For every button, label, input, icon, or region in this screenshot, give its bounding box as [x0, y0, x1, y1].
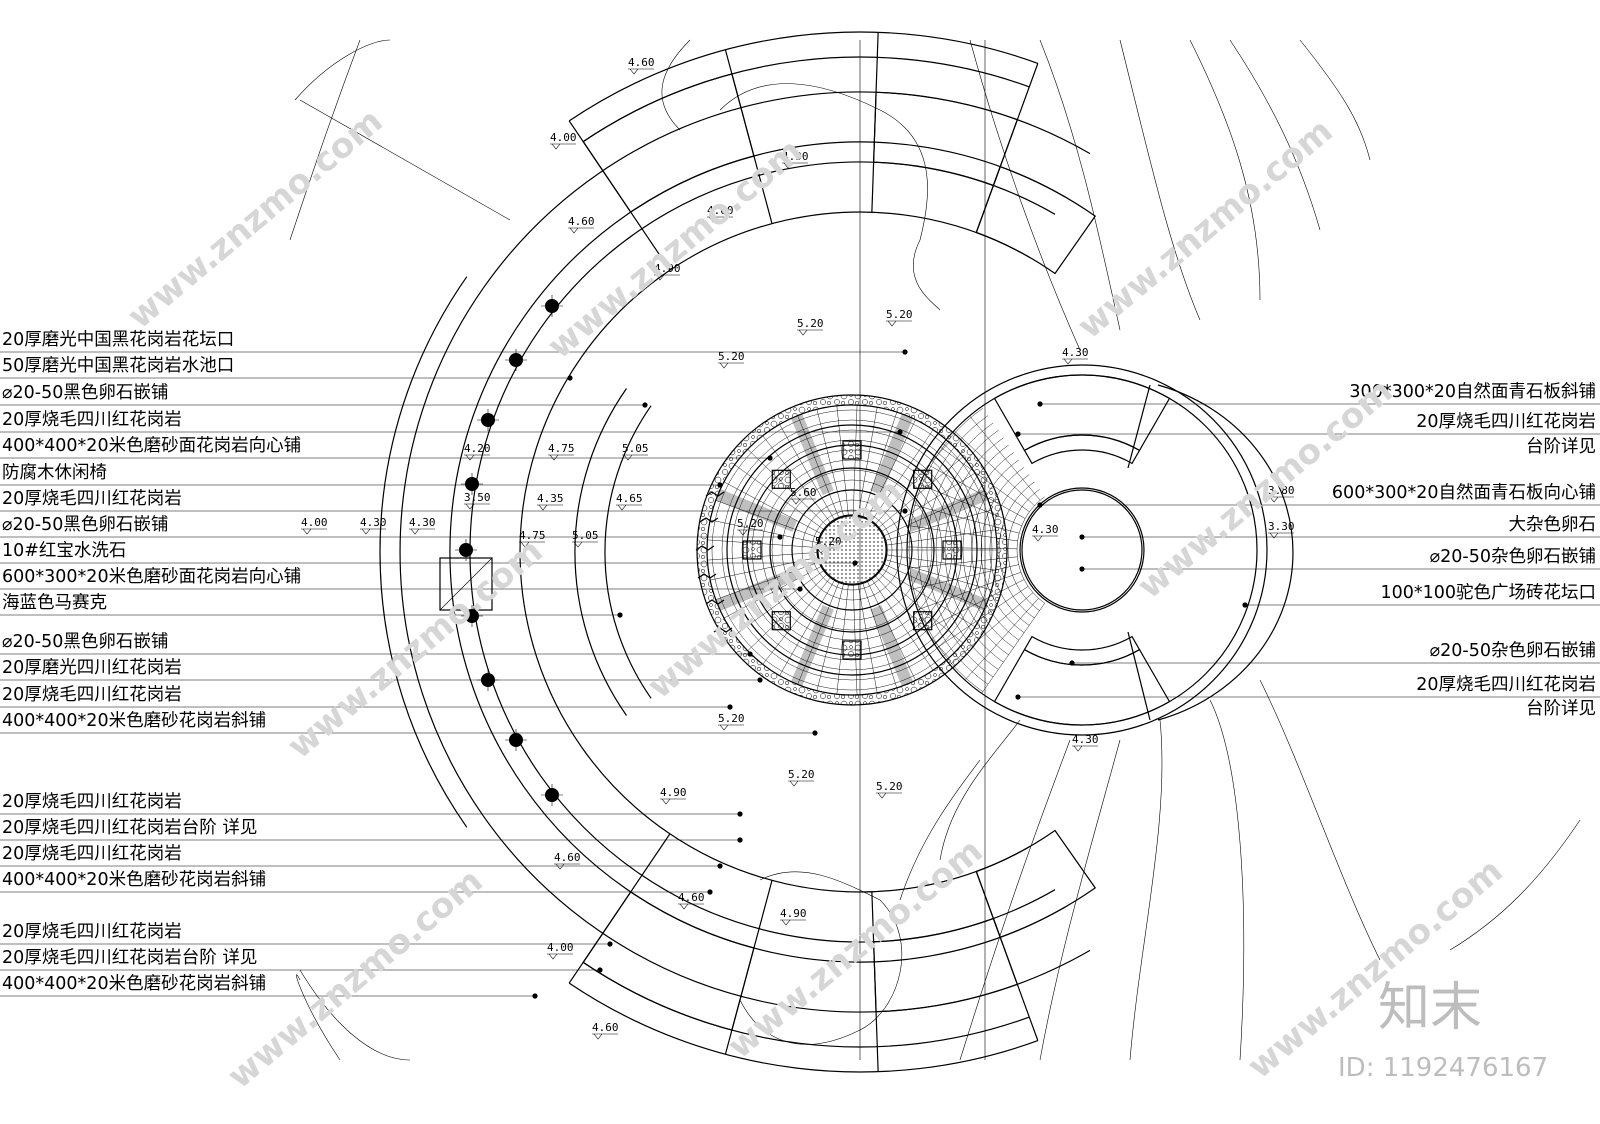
- elevation-label: 4.60: [707, 204, 734, 217]
- elevation-label: 4.30: [409, 516, 436, 529]
- planter-box: [771, 469, 791, 489]
- left-annotation-label: 20厚烧毛四川红花岗岩: [2, 410, 182, 430]
- right-annotation-label: ⌀20-50杂色卵石嵌铺: [1430, 547, 1596, 567]
- elevation-label: 5.20: [718, 712, 745, 725]
- right-annotation-label: 大杂色卵石: [1509, 515, 1597, 535]
- left-annotation-label: ⌀20-50黑色卵石嵌铺: [2, 632, 168, 652]
- right-annotation-label: 台阶详见: [1526, 437, 1596, 457]
- planter-box: [913, 469, 933, 489]
- right-annotation-label: 300*300*20自然面青石板斜铺: [1349, 382, 1596, 402]
- elevation-label: 4.35: [537, 492, 564, 505]
- watermarks: www.znzmo.com www.znzmo.com www.znzmo.com w…: [120, 101, 1510, 1097]
- elevation-label: 4.60: [592, 1021, 619, 1034]
- brand-logo-text: 知末: [1378, 978, 1482, 1038]
- elevation-label: 5.20: [718, 350, 745, 363]
- watermark-text: www.znzmo.com: [540, 131, 810, 367]
- planter-box: [913, 611, 933, 631]
- right-annotation-label: 台阶详见: [1526, 699, 1596, 719]
- elevation-label: 3.30: [1268, 520, 1295, 533]
- elevation-label: 4.90: [660, 786, 687, 799]
- planter-box: [742, 540, 762, 560]
- elevation-label: 4.75: [519, 529, 546, 542]
- elevation-label: 5.20: [797, 317, 824, 330]
- elevation-label: 5.05: [572, 529, 599, 542]
- left-annotation-label: 20厚烧毛四川红花岗岩: [2, 685, 182, 705]
- elevation-label: 4.20: [464, 442, 491, 455]
- watermark-text: www.znzmo.com: [120, 101, 390, 337]
- elevation-label: 4.00: [547, 941, 574, 954]
- elevation-label: 4.60: [628, 56, 655, 69]
- left-annotation-label: 20厚烧毛四川红花岗岩: [2, 922, 182, 942]
- left-annotation-label: 防腐木休闲椅: [2, 463, 107, 483]
- elevation-label: 3.80: [1268, 484, 1295, 497]
- elevation-label: 4.75: [548, 442, 575, 455]
- right-annotation-label: ⌀20-50杂色卵石嵌铺: [1430, 641, 1596, 661]
- left-annotation-label: 20厚磨光中国黑花岗岩花坛口: [2, 330, 234, 350]
- elevation-label: 5.20: [737, 517, 764, 530]
- elevation-label: 4.30: [1032, 523, 1059, 536]
- left-annotation-label: ⌀20-50黑色卵石嵌铺: [2, 515, 168, 535]
- elevation-label: 5.20: [815, 535, 842, 548]
- left-annotation-label: 20厚烧毛四川红花岗岩: [2, 489, 182, 509]
- left-annotation-label: 20厚烧毛四川红花岗岩台阶 详见: [2, 948, 257, 968]
- right-circular-plaza: [896, 364, 1294, 736]
- elevation-label: 5.20: [886, 308, 913, 321]
- right-annotation-label: 20厚烧毛四川红花岗岩: [1416, 412, 1596, 432]
- id-label: ID: 1192476167: [1338, 1053, 1548, 1083]
- left-annotation-label: 400*400*20米色磨砂花岗岩斜铺: [2, 870, 266, 890]
- left-annotation-label: 海蓝色马赛克: [2, 592, 107, 613]
- right-annotation-label: 100*100驼色广场砖花坛口: [1380, 583, 1596, 603]
- elevation-label: 4.60: [568, 215, 595, 228]
- elevation-label: 4.30: [1062, 346, 1089, 359]
- watermark-text: www.znzmo.com: [720, 831, 990, 1067]
- elevation-label: 4.60: [554, 851, 581, 864]
- left-annotation-label: 20厚烧毛四川红花岗岩台阶 详见: [2, 818, 257, 838]
- planter-box: [842, 640, 862, 660]
- elevation-label: 4.65: [616, 492, 643, 505]
- planter-box: [771, 611, 791, 631]
- elevation-label: 4.30: [360, 516, 387, 529]
- elevation-label: 4.00: [301, 516, 328, 529]
- left-annotation-label: 20厚烧毛四川红花岗岩: [2, 844, 182, 864]
- left-annotation-label: 20厚磨光四川红花岗岩: [2, 658, 182, 678]
- annotation-leaders: 20厚磨光中国黑花岗岩花坛口 50厚磨光中国黑花岗岩水池口 ⌀20-50黑色卵石嵌铺…: [0, 330, 1600, 999]
- left-annotation-label: 400*400*20米色磨砂花岗岩斜铺: [2, 711, 266, 731]
- elevation-label: 4.90: [654, 262, 681, 275]
- left-annotation-label: 400*400*20米色磨砂花岗岩斜铺: [2, 974, 266, 994]
- elevation-label: 5.20: [788, 768, 815, 781]
- elevation-label: 3.50: [464, 491, 491, 504]
- watermark-text: www.znzmo.com: [1070, 111, 1340, 347]
- central-circular-plaza: [696, 394, 1008, 706]
- elevation-label: 4.30: [1072, 733, 1099, 746]
- left-annotation-label: 50厚磨光中国黑花岗岩水池口: [2, 356, 234, 376]
- watermark-text: www.znzmo.com: [1240, 851, 1510, 1087]
- right-annotation-label: 20厚烧毛四川红花岗岩: [1416, 675, 1596, 695]
- elevation-label: 4.90: [782, 150, 809, 163]
- planter-box: [842, 440, 862, 460]
- elevation-label: 5.05: [622, 442, 649, 455]
- left-annotation-label: ⌀20-50黑色卵石嵌铺: [2, 383, 168, 403]
- elevation-label: 4.90: [780, 907, 807, 920]
- elevation-label: 5.60: [790, 486, 817, 499]
- left-annotation-label: 400*400*20米色磨砂面花岗岩向心铺: [2, 436, 301, 456]
- right-annotation-label: 600*300*20自然面青石板向心铺: [1332, 483, 1596, 503]
- left-annotation-label: 20厚烧毛四川红花岗岩: [2, 792, 182, 812]
- left-annotation-label: 10#红宝水洗石: [2, 541, 126, 561]
- elevation-label: 5.20: [876, 780, 903, 793]
- left-annotation-label: 600*300*20米色磨砂面花岗岩向心铺: [2, 567, 301, 587]
- elevation-label: 4.00: [550, 131, 577, 144]
- elevation-marks: 4.60 4.00 4.90 4.60 4.60 4.90 5.20 5.20 5.20 4.20…: [301, 56, 1295, 1040]
- elevation-label: 4.60: [678, 891, 705, 904]
- planter-box: [942, 540, 962, 560]
